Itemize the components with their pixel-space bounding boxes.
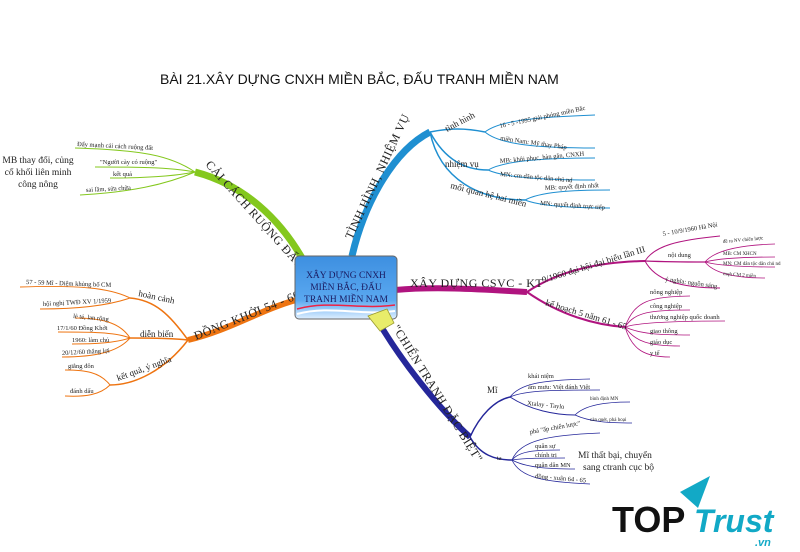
leaf: nông nghiệp — [650, 289, 682, 296]
leaf: thương nghiệp quốc doanh — [650, 314, 720, 321]
leaf: giáo dục — [650, 339, 672, 346]
leaf: công nghiệp — [650, 303, 682, 310]
leaf: hội nghị TWĐ XV 1/1959 — [43, 297, 112, 308]
branch-uprising — [19, 285, 297, 397]
leaf: đề ra NV chiến lược — [723, 236, 765, 245]
node-content: nội dung — [668, 252, 692, 259]
branch-build-label: XÂY DỰNG CSVC - KT — [410, 276, 543, 290]
land-note-line: MB thay đổi, củng — [2, 155, 73, 166]
leaf: MN: cm dân tộc dân chủ nd — [500, 171, 574, 184]
war-note-line: Mĩ thất bại, chuyển — [578, 450, 652, 461]
branch-war-label: "CHIẾN TRANH ĐẶC BIỆT" — [389, 322, 486, 465]
land-note-line: công nông — [18, 180, 58, 190]
branch-situation — [348, 114, 611, 257]
leaf: chính trị — [535, 452, 557, 459]
toptrust-logo: TOP Trust .vn — [612, 476, 775, 549]
branch-build — [394, 235, 776, 358]
leaf: phá "ấp chiến lược" — [529, 420, 581, 436]
central-topic-line: MIỀN BẮC, ĐẤU — [310, 280, 382, 293]
leaf: y tế — [650, 350, 661, 357]
node-us: Mĩ — [487, 385, 498, 395]
leaf: bình định MN — [590, 397, 619, 402]
leaf: đánh dấu — [70, 388, 94, 395]
node-quan-he: mối quan hệ hai miền — [450, 180, 529, 209]
logo-trust: Trust — [694, 503, 775, 539]
branch-land — [74, 147, 306, 260]
logo-top: TOP — [612, 499, 685, 540]
branch-war — [372, 314, 633, 485]
leaf: Đẩy mạnh cải cách ruộng đất — [77, 141, 153, 152]
leaf: quân sự — [535, 443, 556, 450]
leaf: miền Nam: Mỹ thay Pháp — [500, 135, 567, 151]
branch-uprising-label: ĐỒNG KHỞI 54 - 60 — [192, 286, 303, 342]
node-progress: diễn biến — [140, 329, 174, 339]
leaf: giằng đôn — [68, 363, 95, 370]
central-topic-line: TRANH MIỀN NAM — [304, 292, 388, 305]
node-congress: 9/1960 đại hội đại biểu lần III — [541, 244, 647, 285]
land-note-line: cố khối liên minh — [5, 167, 72, 178]
leaf: mqh CM 2 miền — [723, 272, 757, 279]
leaf: kết quả — [113, 171, 132, 178]
node-us-plan: Xtalay - Taylo — [527, 400, 565, 411]
central-topic[interactable]: XÂY DỰNG CNXH MIỀN BẮC, ĐẤU TRANH MIỀN N… — [294, 255, 398, 332]
page-title: BÀI 21.XÂY DỰNG CNXH MIỀN BẮC, ĐẤU TRANH… — [160, 70, 559, 87]
leaf: quân dân MN — [535, 462, 571, 469]
leaf: MN: CM dân tộc dân chủ nd — [723, 262, 781, 267]
war-note-line: sang ctranh cục bộ — [583, 463, 654, 473]
leaf: lẻ tẻ, lan rộng — [73, 313, 110, 323]
node-we: ta — [497, 455, 502, 462]
leaf: MB: khôi phục, hàn gắn, CNXH — [500, 151, 585, 165]
leaf: MB: CM XHCN — [723, 252, 757, 257]
node-plan: kế hoạch 5 năm 61 - 65 — [544, 297, 628, 331]
leaf: 5 - 10/9/1960 Hà Nội — [662, 221, 718, 238]
leaf: 16 - 5 -1995 giải phóng miền Bắc — [499, 105, 586, 130]
logo-vn: .vn — [755, 537, 771, 549]
branch-situation-label: TÌNH HÌNH, NHIỆM VỤ — [342, 112, 412, 242]
node-context: hoàn cảnh — [138, 288, 176, 306]
leaf: 20/12/60 thắng lợi — [62, 347, 110, 357]
leaf: sai lầm, sửa chữa — [86, 185, 131, 194]
leaf: đồng - xuân 64 - 65 — [535, 473, 587, 484]
central-topic-line: XÂY DỰNG CNXH — [306, 269, 386, 281]
leaf: "Người cày có ruộng" — [100, 159, 158, 166]
node-result: kết quả, ý nghĩa — [115, 354, 172, 383]
leaf: 1960: làm chủ — [72, 337, 110, 344]
leaf: MN: quyết định trực tiếp — [540, 200, 605, 212]
leaf: càn quét, phá hoại — [590, 418, 627, 423]
node-nhiem-vu: nhiệm vụ — [445, 159, 479, 169]
leaf: giao thông — [650, 328, 678, 335]
sticky-note-icon — [367, 308, 395, 332]
leaf: MB: quyết định nhất — [545, 182, 599, 192]
leaf: 17/1/60 Đồng Khởi — [57, 325, 108, 332]
leaf: khái niệm — [528, 373, 554, 380]
leaf: âm mưu: Việt đánh Việt — [528, 384, 590, 391]
leaf: 57 - 59 Mĩ - Diệm khủng bố CM — [26, 279, 112, 289]
